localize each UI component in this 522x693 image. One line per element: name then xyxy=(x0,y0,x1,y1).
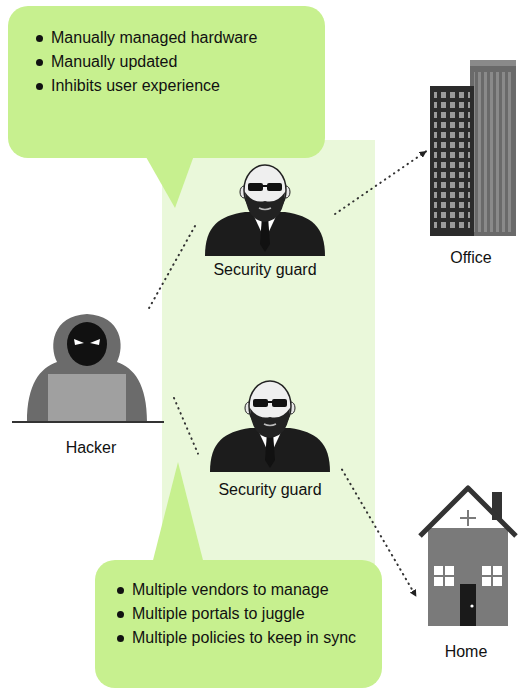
hacker-figure-part xyxy=(74,339,84,345)
home-house: Home xyxy=(416,474,516,662)
bubble-shape xyxy=(95,560,382,688)
office-building-part xyxy=(434,92,470,232)
callout-bubble: Multiple vendors to manageMultiple porta… xyxy=(95,560,382,688)
dotted-connector xyxy=(149,226,195,308)
figure-label: Home xyxy=(443,642,490,662)
hacker-figure-part xyxy=(48,374,126,422)
security-guard-figure xyxy=(205,165,325,256)
bubble-tail xyxy=(150,462,206,572)
home-house-part xyxy=(482,575,502,577)
bullet-item: Multiple vendors to manage xyxy=(117,578,356,602)
figure-label: Office xyxy=(448,248,494,268)
text-group: Security guard xyxy=(195,260,335,280)
callout-bubble: Manually managed hardwareManually update… xyxy=(8,6,325,158)
home-house-part xyxy=(434,575,454,577)
home-house-part xyxy=(434,566,454,586)
office-building-part xyxy=(470,60,516,66)
hacker-figure-part xyxy=(67,322,107,366)
home-house-part xyxy=(420,488,516,536)
hacker-figure-part xyxy=(90,339,100,345)
home-house-part xyxy=(428,528,508,626)
bubble-body xyxy=(8,6,325,158)
security-guard: Security guard xyxy=(195,160,335,280)
home-house-part xyxy=(470,604,473,607)
bubble-body xyxy=(95,560,382,688)
home-house-part xyxy=(460,510,476,526)
figure-label: Security guard xyxy=(211,260,318,280)
home-house-part xyxy=(482,566,502,586)
home-house-part xyxy=(460,517,476,519)
dotted-connector xyxy=(174,398,198,454)
bubble-tail xyxy=(142,150,196,208)
figure-label: Hacker xyxy=(64,438,119,458)
bullet-item: Manually managed hardware xyxy=(36,26,257,50)
text-group: Multiple vendors to manageMultiple porta… xyxy=(117,578,356,650)
text-group: Office xyxy=(426,248,516,268)
guard-panel xyxy=(162,140,375,580)
office-building-part xyxy=(474,72,512,232)
hacker-figure-part xyxy=(12,421,164,423)
hacker-figure-part xyxy=(27,314,147,422)
security-guard: Security guard xyxy=(198,378,342,500)
bullet-item: Manually updated xyxy=(36,50,257,74)
figure-label: Security guard xyxy=(216,480,323,500)
text-group: Manually managed hardwareManually update… xyxy=(36,26,257,98)
hacker-figure xyxy=(12,314,164,422)
dotted-connector xyxy=(335,151,426,214)
text-group: Hacker xyxy=(8,438,174,458)
bullet-item: Multiple portals to juggle xyxy=(117,602,356,626)
bullet-item: Inhibits user experience xyxy=(36,74,257,98)
office-building-part xyxy=(470,60,516,236)
text-group: Security guard xyxy=(198,480,342,500)
hacker: Hacker xyxy=(8,308,174,458)
home-house xyxy=(420,488,516,626)
bullet-item: Multiple policies to keep in sync xyxy=(117,626,356,650)
office-building-part xyxy=(430,86,474,236)
security-guard-figure xyxy=(210,381,330,472)
text-group: Home xyxy=(416,642,516,662)
office-building xyxy=(430,60,516,236)
office-building: Office xyxy=(426,56,516,268)
home-house-part xyxy=(460,584,476,626)
